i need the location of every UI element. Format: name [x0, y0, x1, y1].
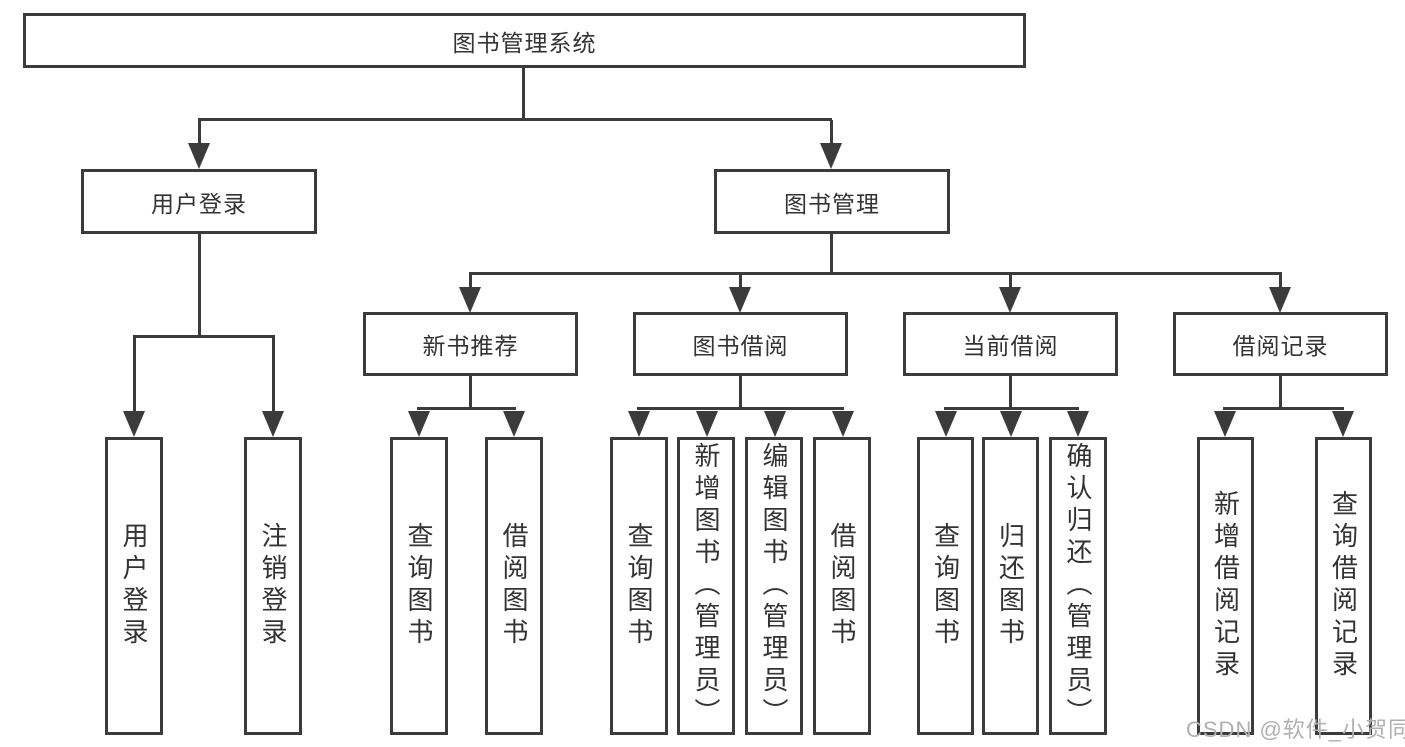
leaf-borrow-query-book: 查询图书 — [610, 437, 668, 735]
connector-vline — [133, 337, 136, 413]
arrowhead-down-icon — [820, 143, 842, 169]
node-book-management: 图书管理 — [714, 169, 950, 234]
node-user-login: 用户登录 — [81, 169, 317, 234]
connector-hline — [944, 407, 1079, 410]
leaf-current-return-book: 归还图书 — [982, 437, 1039, 735]
connector-hline — [198, 118, 832, 121]
arrowhead-down-icon — [729, 287, 751, 313]
arrowhead-down-icon — [999, 287, 1021, 313]
arrowhead-down-icon — [459, 287, 481, 313]
leaf-recommend-borrow-book: 借阅图书 — [485, 437, 543, 735]
leaf-logout-login: 注销登录 — [244, 437, 302, 735]
arrowhead-down-icon — [123, 411, 145, 437]
node-new-book-recommend: 新书推荐 — [363, 312, 578, 376]
arrowhead-down-icon — [628, 411, 650, 437]
connector-vline — [739, 274, 742, 290]
node-book-borrow: 图书借阅 — [633, 312, 848, 376]
connector-hline — [469, 272, 1282, 275]
arrowhead-down-icon — [832, 411, 854, 437]
arrowhead-down-icon — [1067, 411, 1089, 437]
connector-vline — [1279, 376, 1282, 409]
node-library-management-system: 图书管理系统 — [23, 13, 1026, 68]
connector-vline — [198, 234, 201, 337]
connector-hline — [133, 335, 275, 338]
connector-vline — [830, 120, 833, 148]
arrowhead-down-icon — [696, 411, 718, 437]
arrowhead-down-icon — [1332, 411, 1354, 437]
connector-hline — [637, 407, 844, 410]
leaf-records-query-record: 查询借阅记录 — [1315, 437, 1372, 735]
arrowhead-down-icon — [408, 411, 430, 437]
leaf-current-query-book: 查询图书 — [917, 437, 974, 735]
arrowhead-down-icon — [1000, 411, 1022, 437]
arrowhead-down-icon — [1269, 287, 1291, 313]
leaf-borrow-borrow-book: 借阅图书 — [813, 437, 871, 735]
connector-vline — [830, 234, 833, 274]
connector-vline — [739, 376, 742, 409]
connector-vline — [1009, 274, 1012, 290]
arrowhead-down-icon — [188, 143, 210, 169]
leaf-recommend-query-book: 查询图书 — [390, 437, 448, 735]
connector-vline — [469, 274, 472, 290]
leaf-records-add-record: 新增借阅记录 — [1197, 437, 1254, 735]
csdn-watermark: CSDN @软件_小贺同学 — [1186, 717, 1405, 742]
connector-vline — [272, 337, 275, 413]
arrowhead-down-icon — [1214, 411, 1236, 437]
arrowhead-down-icon — [503, 411, 525, 437]
arrowhead-down-icon — [764, 411, 786, 437]
node-borrow-records: 借阅记录 — [1173, 312, 1388, 376]
leaf-borrow-add-book-admin: 新增图书（管理员） — [677, 437, 735, 735]
connector-vline — [198, 120, 201, 148]
connector-vline — [469, 376, 472, 409]
leaf-borrow-edit-book-admin: 编辑图书（管理员） — [745, 437, 803, 735]
connector-vline — [1009, 376, 1012, 409]
arrowhead-down-icon — [935, 411, 957, 437]
leaf-current-confirm-return-admin: 确认归还（管理员） — [1049, 437, 1107, 735]
arrowhead-down-icon — [262, 411, 284, 437]
connector-vline — [522, 68, 525, 120]
connector-vline — [1279, 274, 1282, 290]
connector-hline — [417, 407, 516, 410]
connector-hline — [1223, 407, 1344, 410]
leaf-user-login: 用户登录 — [105, 437, 163, 735]
node-current-borrow: 当前借阅 — [903, 312, 1118, 376]
